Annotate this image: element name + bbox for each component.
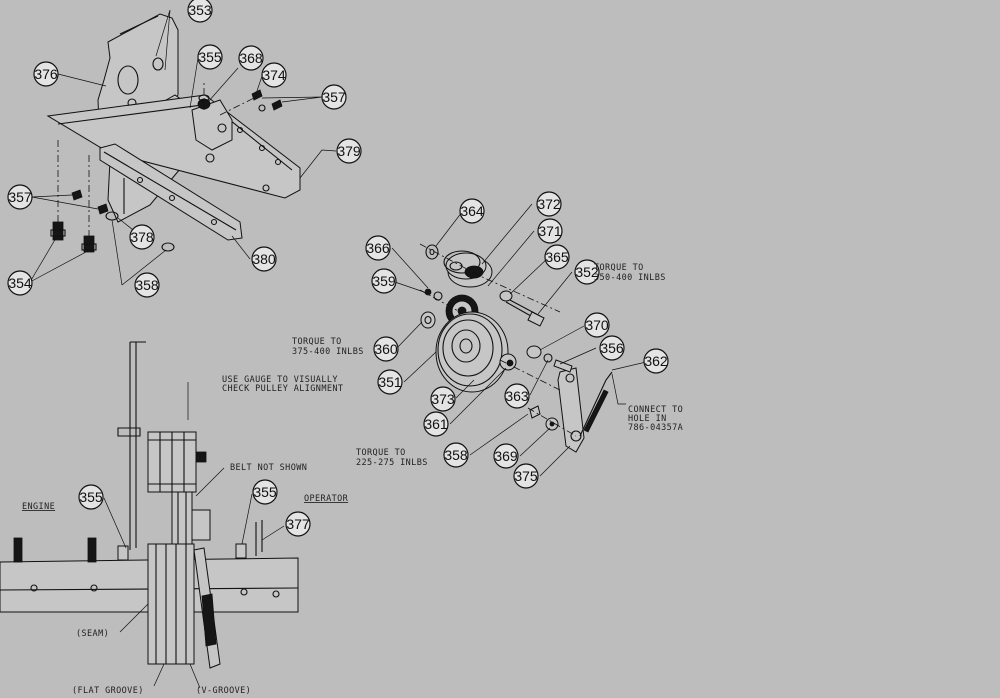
callout-373: 373 xyxy=(430,386,456,412)
callout-375: 375 xyxy=(513,463,539,489)
pulley-exploded-view xyxy=(391,203,647,477)
svg-text:357: 357 xyxy=(322,89,346,105)
operator-label: OPERATOR xyxy=(304,494,349,504)
svg-text:355: 355 xyxy=(253,484,277,500)
svg-text:374: 374 xyxy=(262,67,286,83)
callout-377: 377 xyxy=(285,511,311,537)
callout-372: 372 xyxy=(536,191,562,217)
svg-text:376: 376 xyxy=(34,66,58,82)
svg-text:355: 355 xyxy=(79,489,103,505)
flat-groove-label: (FLAT GROOVE) xyxy=(72,686,144,696)
callout-351: 351 xyxy=(377,369,403,395)
svg-text:356: 356 xyxy=(600,340,624,356)
gauge-note-line1: USE GAUGE TO VISUALLY xyxy=(222,375,338,385)
callout-360: 360 xyxy=(373,336,399,362)
svg-text:360: 360 xyxy=(374,341,398,357)
callout-357-left: 357 xyxy=(7,184,33,210)
callout-358-right: 358 xyxy=(443,442,469,468)
callout-380: 380 xyxy=(251,246,277,272)
callout-361: 361 xyxy=(423,411,449,437)
torque-note-low-line2: 225-275 INLBS xyxy=(356,458,428,468)
svg-text:352: 352 xyxy=(575,264,599,280)
torque-note-mid-line2: 375-400 INLBS xyxy=(292,347,364,357)
svg-text:378: 378 xyxy=(130,229,154,245)
callout-374: 374 xyxy=(261,62,287,88)
connect-note-line3: 786-04357A xyxy=(628,423,683,433)
torque-note-352-line2: 350-400 INLBS xyxy=(594,273,666,283)
callout-378: 378 xyxy=(129,224,155,250)
svg-text:351: 351 xyxy=(378,374,402,390)
svg-text:365: 365 xyxy=(545,249,569,265)
svg-text:380: 380 xyxy=(252,251,276,267)
side-view-assembly xyxy=(0,341,299,689)
svg-text:363: 363 xyxy=(505,388,529,404)
callout-354: 354 xyxy=(7,270,33,296)
belt-note: BELT NOT SHOWN xyxy=(230,463,307,473)
callout-355-left: 355 xyxy=(78,484,104,510)
svg-text:364: 364 xyxy=(460,203,484,219)
callout-365: 365 xyxy=(544,244,570,270)
callout-358-top: 358 xyxy=(134,272,160,298)
tension-spring xyxy=(579,371,613,437)
gauge-note-line2: CHECK PULLEY ALIGNMENT xyxy=(222,384,343,394)
svg-text:375: 375 xyxy=(514,468,538,484)
torque-note-low-line1: TORQUE TO xyxy=(356,448,406,458)
svg-text:357: 357 xyxy=(8,189,32,205)
callout-357-top: 357 xyxy=(321,84,347,110)
callout-368: 368 xyxy=(238,45,264,71)
callout-376: 376 xyxy=(33,61,59,87)
callout-370: 370 xyxy=(584,312,610,338)
svg-text:362: 362 xyxy=(644,353,668,369)
connect-note-line2: HOLE IN xyxy=(628,414,667,424)
svg-text:368: 368 xyxy=(239,50,263,66)
upper-pulley-side xyxy=(147,431,207,493)
callout-356: 356 xyxy=(599,335,625,361)
lower-pulley-side xyxy=(147,543,195,665)
torque-note-352-line1: TORQUE TO xyxy=(594,263,644,273)
callout-355-right: 355 xyxy=(252,479,278,505)
svg-text:371: 371 xyxy=(538,223,562,239)
svg-text:379: 379 xyxy=(337,143,361,159)
connect-note-line1: CONNECT TO xyxy=(628,405,683,415)
double-pulley xyxy=(443,250,493,288)
svg-text:377: 377 xyxy=(286,516,310,532)
svg-text:358: 358 xyxy=(444,447,468,463)
svg-text:361: 361 xyxy=(424,416,448,432)
svg-text:370: 370 xyxy=(585,317,609,333)
callout-379: 379 xyxy=(336,138,362,164)
callout-369: 369 xyxy=(493,443,519,469)
bolt-354-a xyxy=(50,221,66,241)
callout-363: 363 xyxy=(504,383,530,409)
callout-355-top: 355 xyxy=(197,44,223,70)
flat-pulley xyxy=(435,311,509,393)
bracket-assembly xyxy=(29,9,337,286)
callout-362: 362 xyxy=(643,348,669,374)
callout-364: 364 xyxy=(459,198,485,224)
svg-text:359: 359 xyxy=(372,273,396,289)
bolt-354-b xyxy=(81,235,97,253)
callout-371: 371 xyxy=(537,218,563,244)
svg-text:373: 373 xyxy=(431,391,455,407)
svg-text:372: 372 xyxy=(537,196,561,212)
engine-label: ENGINE xyxy=(22,502,55,512)
svg-text:353: 353 xyxy=(188,2,212,18)
callout-366: 366 xyxy=(365,235,391,261)
svg-text:355: 355 xyxy=(198,49,222,65)
torque-note-mid-line1: TORQUE TO xyxy=(292,337,342,347)
svg-text:366: 366 xyxy=(366,240,390,256)
seam-label: (SEAM) xyxy=(76,629,109,639)
svg-text:354: 354 xyxy=(8,275,32,291)
svg-text:369: 369 xyxy=(494,448,518,464)
callout-352: 352 xyxy=(574,259,600,285)
v-groove-label: (V-GROOVE) xyxy=(196,686,251,696)
callout-353: 353 xyxy=(187,0,213,23)
svg-text:358: 358 xyxy=(135,277,159,293)
callout-359: 359 xyxy=(371,268,397,294)
